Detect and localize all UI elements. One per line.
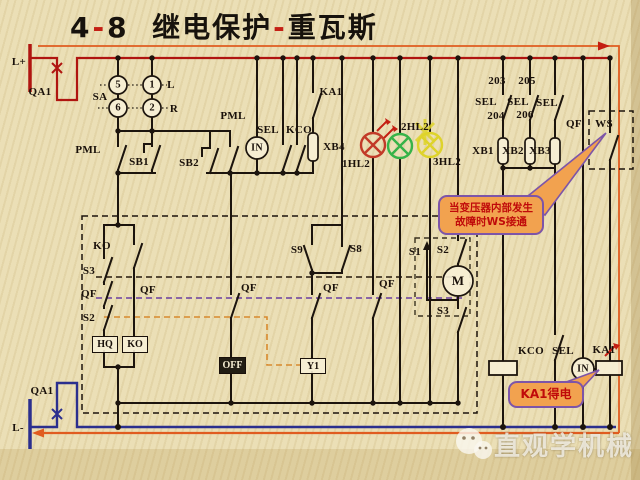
label-xb4: XB4 — [323, 141, 345, 153]
label-205: 205 — [518, 75, 536, 87]
device-box-ko: KO — [122, 336, 148, 353]
ws-callout-line1: 当变压器内部发生 — [449, 201, 533, 214]
label-sb2: SB2 — [179, 157, 199, 169]
label-206: 206 — [516, 109, 534, 121]
device-symbols — [108, 75, 595, 381]
label-s1: S1 — [408, 246, 422, 258]
label-s9: S9 — [290, 244, 304, 256]
selector-contact-2: 2 — [149, 102, 155, 114]
motor-symbol-label: M — [451, 273, 465, 288]
flow-path — [32, 41, 620, 438]
indicator-lamps — [359, 118, 620, 357]
device-box-off: OFF — [219, 357, 246, 374]
label-pml-mid: PML — [220, 110, 246, 122]
title-text-2: 重瓦斯 — [287, 11, 378, 44]
label-in-top: IN — [251, 142, 263, 154]
label-xb2: XB2 — [502, 145, 524, 157]
label-ka1-top: KA1 — [319, 86, 343, 98]
ka1-callout: KA1得电 — [508, 381, 584, 408]
selector-contact-1: 1 — [149, 79, 155, 91]
label-ws: WS — [595, 118, 613, 130]
label-l-minus: L- — [12, 422, 24, 434]
label-sel-r3: SEL — [536, 97, 558, 109]
label-qf-left: QF — [81, 288, 97, 300]
label-3hl2: 3HL2 — [432, 156, 462, 168]
label-xb1: XB1 — [472, 145, 494, 157]
label-sel-r2: SEL — [507, 96, 529, 108]
control-wiring — [98, 57, 623, 428]
label-s3-left: S3 — [82, 265, 96, 277]
title-number-2: 8 — [107, 11, 129, 44]
callout-pointers — [521, 132, 607, 401]
label-sb1: SB1 — [129, 156, 149, 168]
photo-edge — [631, 0, 640, 480]
label-qa1-top: QA1 — [28, 86, 52, 98]
watermark: 直观学机械 — [452, 424, 634, 464]
title-dash-2: - — [273, 11, 287, 44]
label-s8: S8 — [349, 243, 363, 255]
device-box-hq: HQ — [92, 336, 118, 353]
label-qf-y1: QF — [323, 282, 339, 294]
title-number-1: 4 — [70, 11, 92, 44]
label-pml-left: PML — [75, 144, 101, 156]
label-qf-ws: QF — [566, 118, 582, 130]
selector-contact-6: 6 — [115, 102, 121, 114]
label-s2-left: S2 — [82, 312, 96, 324]
device-box-y1: Y1 — [300, 358, 326, 374]
label-r: R — [169, 103, 179, 115]
label-in-bottom: IN — [577, 363, 589, 375]
label-l-plus: L+ — [11, 56, 27, 68]
label-sa: SA — [92, 91, 108, 103]
label-2hl2: 2HL2 — [400, 121, 430, 133]
label-l: L — [167, 79, 175, 91]
label-sel-top: SEL — [257, 124, 279, 136]
label-1hl2: 1HL2 — [341, 158, 371, 170]
page-title: 4-8 继电保护-重瓦斯 — [70, 6, 378, 46]
ws-callout: 当变压器内部发生 故障时WS接通 — [438, 195, 544, 235]
label-ko: KO — [93, 240, 111, 252]
negative-bus — [28, 381, 616, 449]
label-kco-top: KCO — [286, 124, 312, 136]
ws-callout-line2: 故障时WS接通 — [455, 216, 527, 228]
label-qf-off: QF — [241, 282, 257, 294]
label-ka1-bottom: KA1 — [592, 344, 616, 356]
watermark-text: 直观学机械 — [494, 431, 635, 462]
label-203: 203 — [488, 75, 506, 87]
label-s2-mech: S2 — [436, 244, 450, 256]
label-204: 204 — [487, 110, 505, 122]
label-qa1-bottom: QA1 — [30, 385, 54, 397]
label-sel-bottom: SEL — [552, 345, 574, 357]
title-dash-1: - — [92, 11, 107, 44]
junction-dots — [115, 55, 613, 430]
label-qf-2: QF — [140, 284, 156, 296]
ka1-callout-text: KA1得电 — [520, 387, 572, 402]
label-xb3: XB3 — [529, 145, 551, 157]
positive-bus — [28, 44, 610, 102]
photo-bottom-band — [0, 449, 640, 480]
title-text-1: 继电保护 — [152, 11, 273, 44]
label-sel-r1: SEL — [475, 96, 497, 108]
label-qf-lamp: QF — [379, 278, 395, 290]
wechat-icon — [456, 428, 492, 459]
label-s3-mech: S3 — [436, 305, 450, 317]
label-kco-bottom: KCO — [518, 345, 544, 357]
selector-contact-5: 5 — [115, 79, 121, 91]
